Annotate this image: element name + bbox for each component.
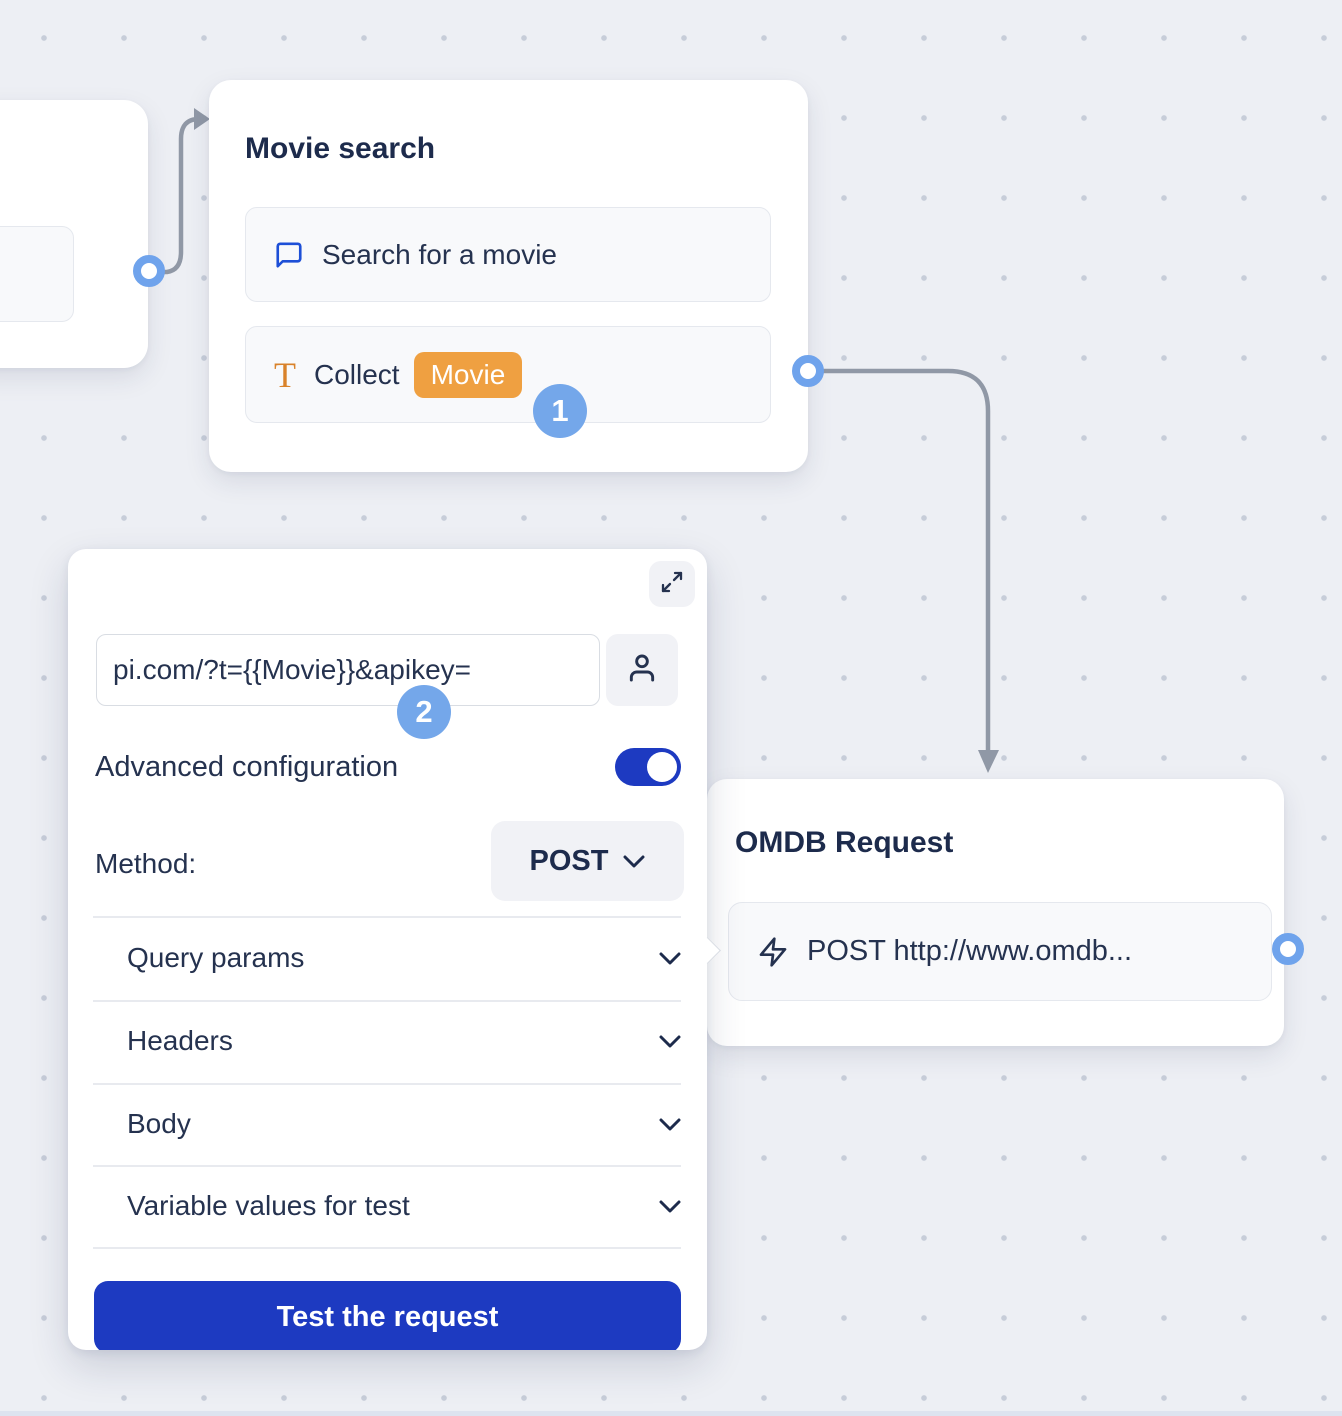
message-square-icon [274, 240, 304, 270]
canvas-bottom-edge [0, 1411, 1342, 1416]
node-title: Movie search [245, 132, 436, 165]
section-headers[interactable]: Headers [127, 1009, 681, 1073]
step-badge-1: 1 [533, 384, 587, 438]
divider [93, 1165, 681, 1167]
collect-block-label: Collect [314, 358, 400, 390]
chevron-down-icon [623, 855, 645, 867]
webhook-block-label: POST http://www.omdb... [807, 935, 1133, 967]
arrowhead-right-icon [194, 108, 210, 130]
advanced-configuration-label: Advanced configuration [95, 751, 399, 783]
partial-node-item[interactable] [0, 226, 74, 322]
omdb-request-node[interactable]: OMDB Request POST http://www.omdb... [707, 779, 1284, 1046]
webhook-block[interactable]: POST http://www.omdb... [728, 902, 1272, 1001]
output-port[interactable] [792, 355, 824, 387]
method-label: Method: [95, 848, 197, 879]
chevron-down-icon [659, 1035, 681, 1047]
zap-icon [757, 936, 789, 968]
question-block[interactable]: Search for a movie [245, 207, 771, 302]
movie-search-node[interactable]: Movie search Search for a movie T Collec… [209, 80, 808, 472]
webhook-config-panel: pi.com/?t={{Movie}}&apikey= Advanced con… [68, 549, 707, 1350]
text-icon: T [274, 354, 296, 395]
edge-movie-to-omdb [817, 368, 991, 755]
section-variable-values[interactable]: Variable values for test [127, 1174, 681, 1238]
divider [93, 1083, 681, 1085]
expand-button[interactable] [649, 561, 695, 607]
chevron-down-icon [659, 1200, 681, 1212]
user-variable-button[interactable] [606, 634, 678, 706]
output-port[interactable] [1272, 933, 1304, 965]
maximize-icon [660, 570, 684, 599]
section-label: Headers [127, 1025, 233, 1056]
collect-block[interactable]: T Collect Movie [245, 326, 771, 423]
chevron-down-icon [659, 952, 681, 964]
variable-badge[interactable]: Movie [413, 351, 523, 398]
arrowhead-down-icon [978, 750, 999, 773]
section-query-params[interactable]: Query params [127, 926, 681, 990]
divider [93, 1247, 681, 1249]
partial-node-card[interactable] [0, 100, 148, 368]
url-input[interactable]: pi.com/?t={{Movie}}&apikey= [96, 634, 600, 706]
section-label: Body [127, 1108, 191, 1139]
section-label: Query params [127, 942, 305, 973]
test-request-button[interactable]: Test the request [94, 1281, 681, 1350]
section-label: Variable values for test [127, 1190, 410, 1221]
advanced-configuration-toggle[interactable] [615, 748, 681, 786]
question-block-label: Search for a movie [322, 238, 557, 270]
url-input-value: pi.com/?t={{Movie}}&apikey= [113, 654, 472, 685]
divider [93, 916, 681, 918]
node-title: OMDB Request [735, 826, 954, 859]
method-select[interactable]: POST [491, 821, 684, 901]
output-port[interactable] [133, 255, 165, 287]
edge-left-to-movie [159, 116, 202, 275]
step-badge-2: 2 [397, 685, 451, 739]
user-icon [626, 652, 658, 689]
chevron-down-icon [659, 1118, 681, 1130]
divider [93, 1000, 681, 1002]
section-body[interactable]: Body [127, 1092, 681, 1156]
method-value: POST [529, 844, 609, 877]
